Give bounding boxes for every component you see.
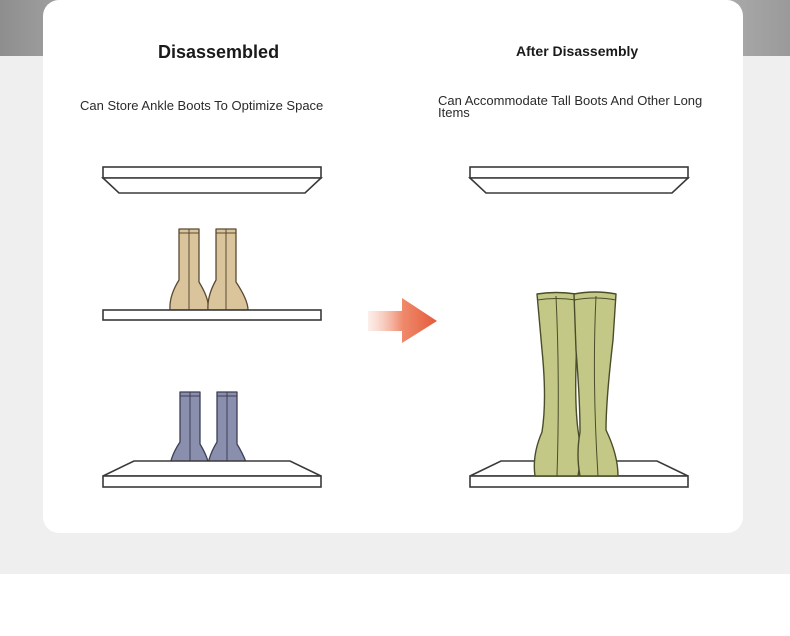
arrow-right-icon bbox=[368, 298, 437, 343]
left-middle-shelf bbox=[102, 309, 322, 321]
comparison-card bbox=[43, 0, 743, 533]
right-panel-caption: Can Accommodate Tall Boots And Other Lon… bbox=[438, 93, 703, 120]
left-panel-title: Disassembled bbox=[158, 42, 280, 62]
left-panel-caption: Can Store Ankle Boots To Optimize Space bbox=[80, 98, 324, 113]
left-bottom-shelf bbox=[102, 460, 322, 488]
right-top-shelf bbox=[467, 166, 691, 194]
ankle-boots-icon bbox=[169, 228, 249, 311]
tall-boots-icon bbox=[533, 291, 619, 477]
right-panel-title: After Disassembly bbox=[516, 43, 639, 59]
left-top-shelf bbox=[100, 166, 324, 194]
